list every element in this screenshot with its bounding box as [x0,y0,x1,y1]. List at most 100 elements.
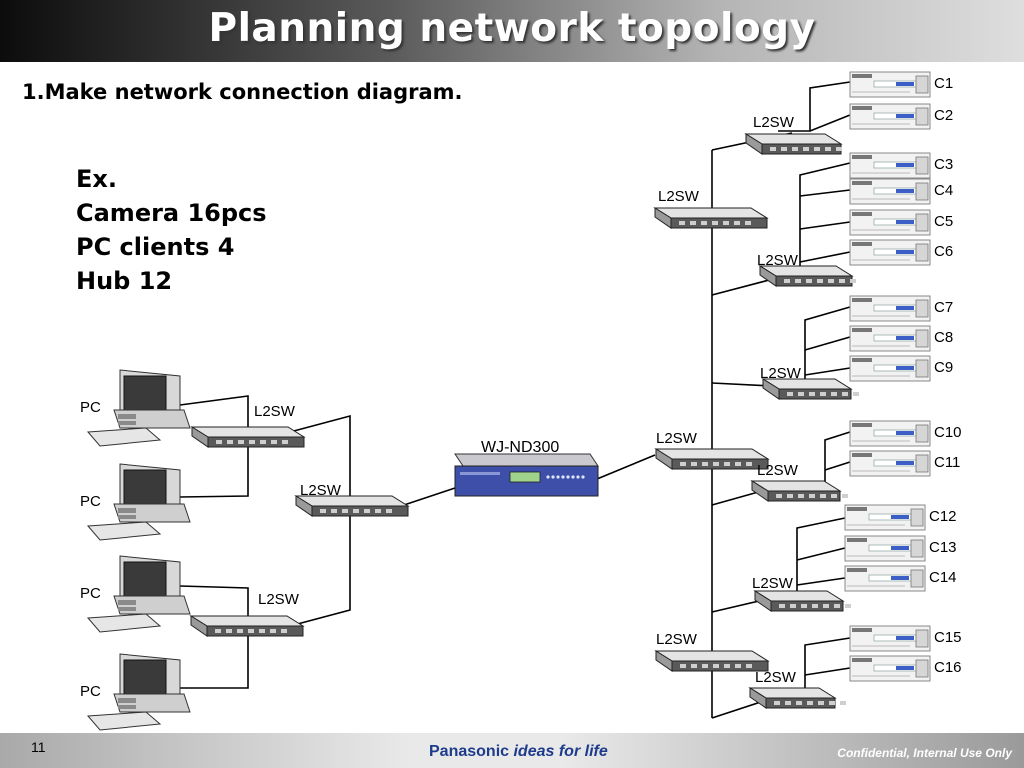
switch-port [792,147,798,151]
switch-label: L2SW [752,575,794,592]
camera-indicator [896,366,914,370]
pc-icon [86,555,191,633]
switch-port [270,629,276,633]
slide-subtitle: 1.Make network connection diagram. [22,80,463,104]
camera-logo [852,298,872,302]
connection-line [796,547,846,561]
camera-logo [852,242,872,246]
brand-logo: Panasonic ideas for life [429,743,608,761]
switch-port [820,494,826,498]
camera-label: C10 [934,424,962,441]
switch-front [761,143,842,155]
switch-port [845,604,851,608]
camera-logo [852,212,872,216]
recorder-button [571,475,575,479]
camera-icon [849,325,931,352]
keyboard [86,521,162,541]
recorder-button [551,475,555,479]
camera-icon [849,178,931,205]
l2-switch [744,133,843,155]
connection-line [180,626,249,689]
camera-indicator [891,515,909,519]
camera-label: C3 [934,156,953,173]
connection-line [804,336,851,351]
switch-port [734,221,740,225]
camera-label: C9 [934,359,953,376]
switch-port [784,279,790,283]
camera-logo [852,74,872,78]
switch-port [853,392,859,396]
camera-lens [915,182,929,201]
l2-switch [654,448,770,470]
switch-port [831,392,837,396]
camera-indicator [896,666,914,670]
pc-icon [86,463,191,541]
camera-logo [852,423,872,427]
l2-switch [190,426,306,448]
switch-port [702,664,708,668]
drive-bay [118,421,136,425]
keyboard [86,427,162,447]
recorder-button [546,475,550,479]
recorder-bar [460,472,500,475]
camera-indicator [891,576,909,580]
example-line: Ex. [76,165,117,193]
switch-port [353,509,359,513]
switch-port [226,629,232,633]
switch-port [770,147,776,151]
camera-logo [852,358,872,362]
switch-port [691,664,697,668]
switch-label: L2SW [656,430,698,447]
switch-port [702,462,708,466]
switch-port [795,279,801,283]
camera-icon [849,209,931,236]
connection-line [809,114,851,132]
switch-label: L2SW [300,482,342,499]
camera-indicator [896,431,914,435]
switch-port [806,279,812,283]
recorder-button [556,475,560,479]
switch-front [206,625,304,637]
switch-port [331,509,337,513]
switch-port [680,462,686,466]
l2-switch [654,650,770,672]
camera-icon [844,535,926,562]
brand-tagline: ideas for life [513,743,608,760]
camera-label: C15 [934,629,962,646]
l2-switch [758,265,856,287]
switch-port [713,462,719,466]
camera-lens [915,659,929,678]
connection-line [799,221,851,230]
switch-port [249,440,255,444]
switch-port [260,440,266,444]
switch-port [690,221,696,225]
title-bar [0,0,1024,62]
switch-top [653,207,769,219]
l2-switch [753,590,851,612]
connection-line [289,414,351,510]
switch-port [787,392,793,396]
drive-bay [118,607,136,611]
switch-port [713,664,719,668]
switch-port [282,440,288,444]
camera-label: C5 [934,213,953,230]
camera-label: C6 [934,243,953,260]
camera-lens [915,75,929,94]
monitor-screen [123,469,167,511]
camera-indicator [896,336,914,340]
connection-line [804,667,851,676]
switch-top [654,650,770,662]
pc-label: PC [80,683,101,700]
camera-lens [915,359,929,378]
camera-icon [849,420,931,447]
switch-port [803,147,809,151]
pc-icon [86,653,191,731]
switch-port [840,701,846,705]
switch-port [817,279,823,283]
camera-indicator [896,163,914,167]
connection-line [796,577,846,586]
switch-port [680,664,686,668]
camera-icon [849,239,931,266]
connection-line [799,251,851,263]
switch-front [207,436,305,448]
